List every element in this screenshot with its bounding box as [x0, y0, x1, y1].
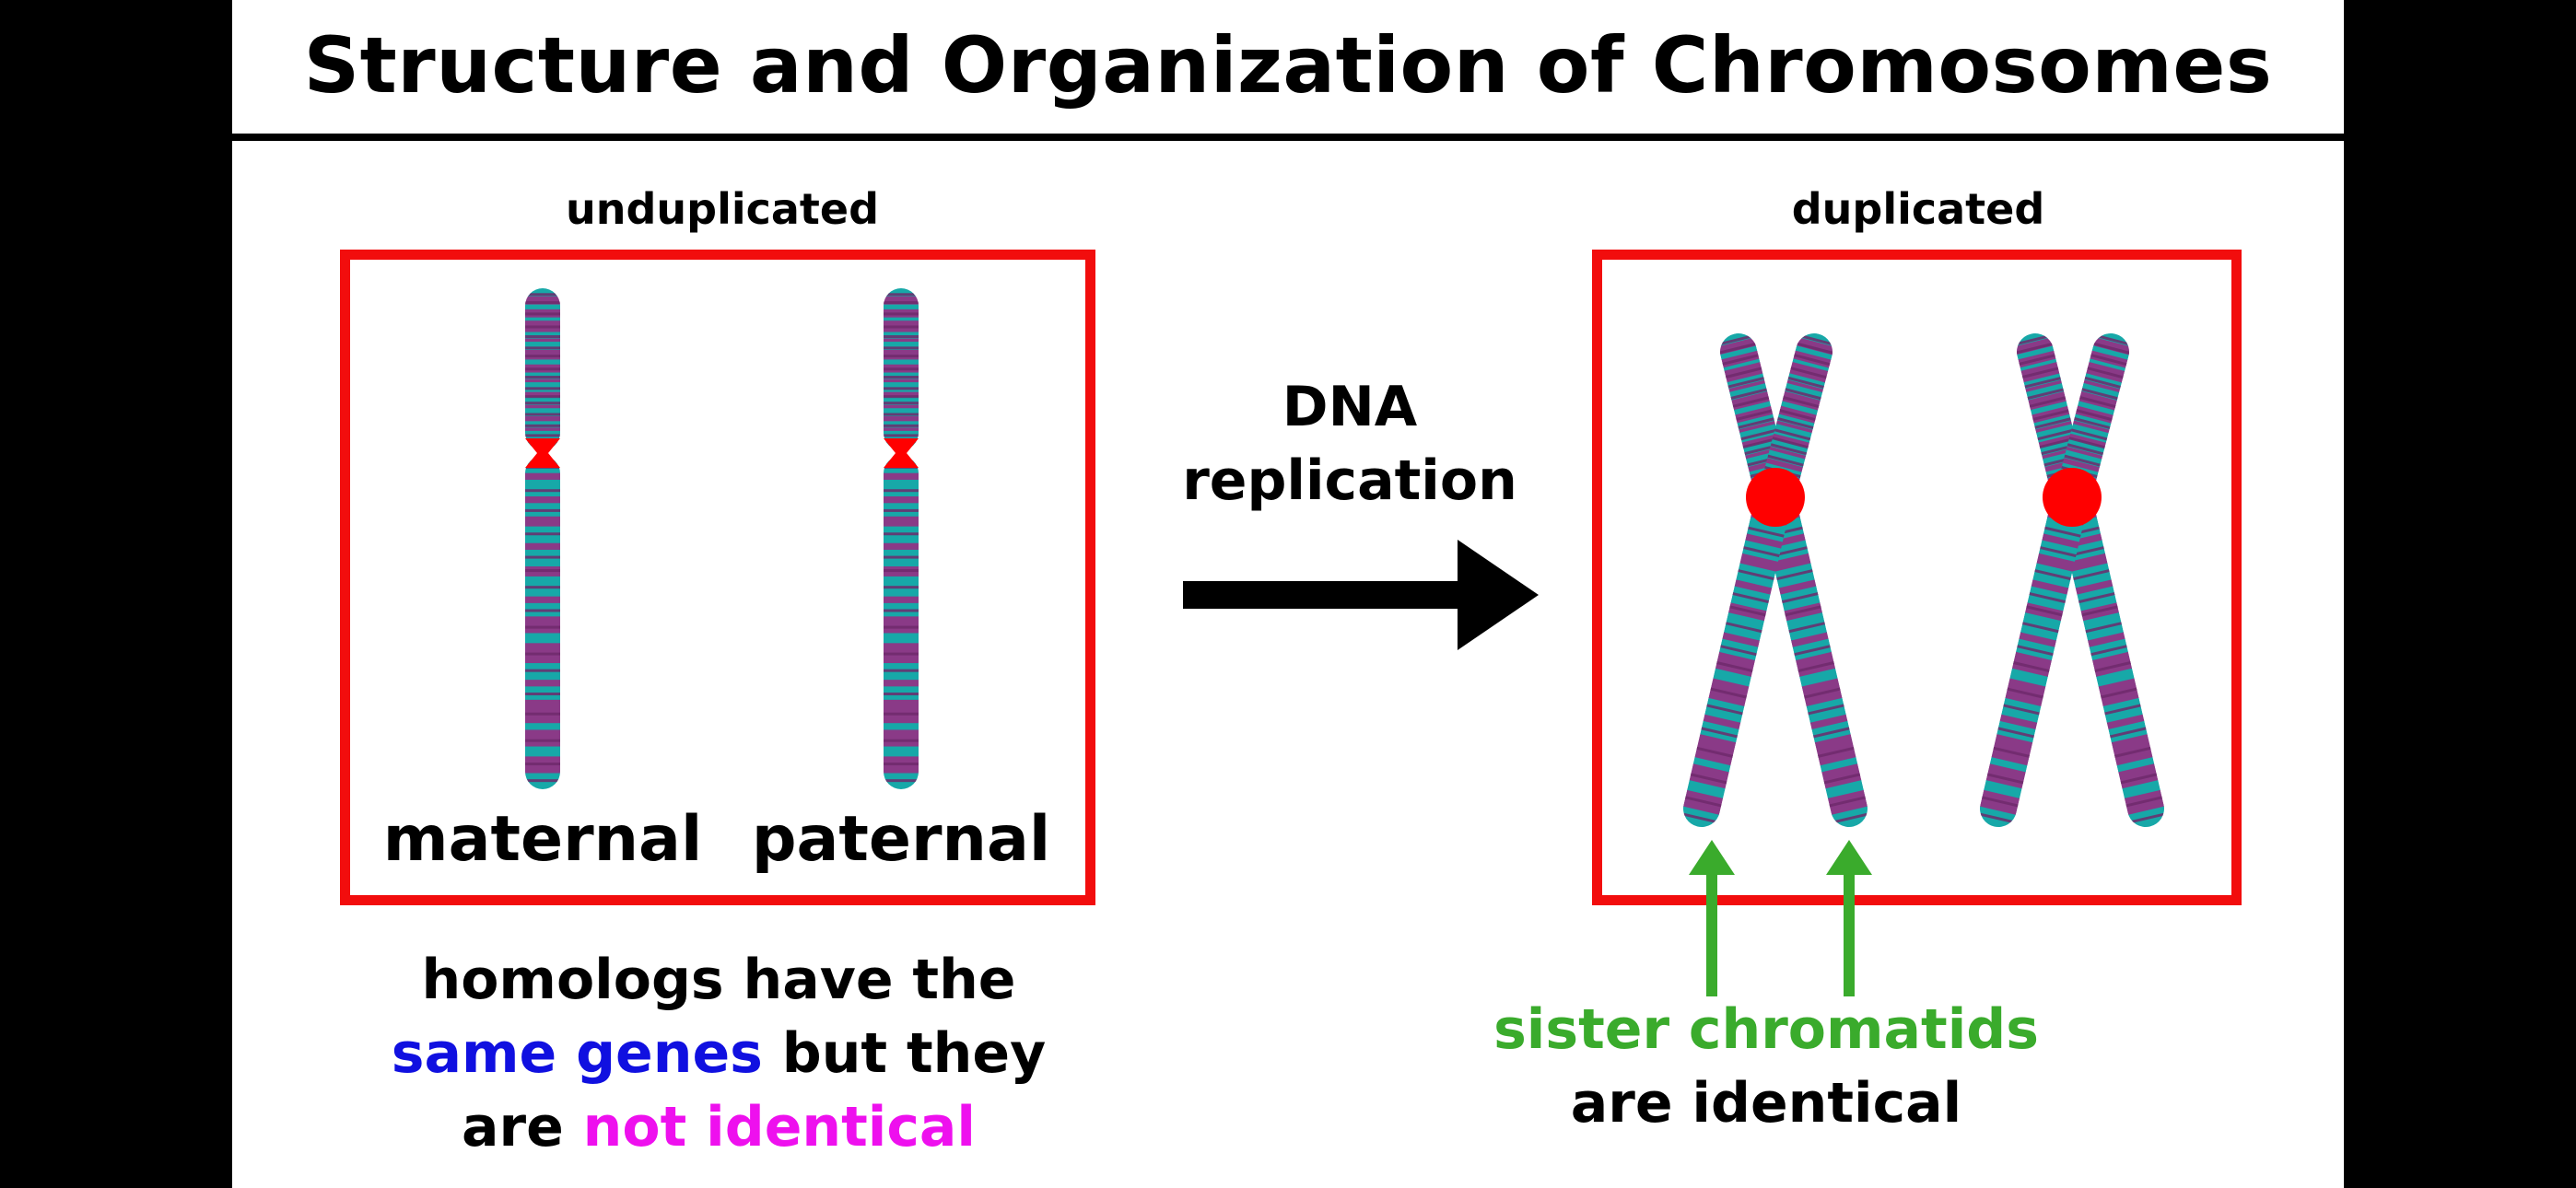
paternal-chromosome: [884, 288, 919, 789]
maternal-label: maternal: [382, 803, 703, 876]
sister-chromatids-caption: sister chromatids are identical: [1493, 993, 2039, 1140]
unduplicated-panel: [340, 250, 1095, 905]
caption-line3: are not identical: [392, 1090, 1046, 1164]
maternal-chromosome: [525, 288, 560, 789]
caption-line1: homologs have the: [421, 948, 1016, 1012]
diagram-graphics: [525, 288, 2169, 996]
right-arrow-icon: [1183, 540, 1539, 650]
caption-line2-rest: but they: [762, 1021, 1047, 1086]
duplicated-chromosome-1: [1679, 329, 1872, 832]
same-genes-highlight: same genes: [391, 1021, 763, 1086]
caption-line2: same genes but they: [392, 1017, 1046, 1090]
duplicated-heading: duplicated: [1791, 184, 2045, 234]
page-title: Structure and Organization of Chromosome…: [303, 20, 2273, 111]
up-arrow-icon: [1826, 840, 1872, 996]
title-divider: [232, 134, 2344, 141]
are-identical-label: are identical: [1570, 1071, 1962, 1136]
dna-replication-label: DNA replication: [1182, 370, 1517, 518]
caption-line3-start: are: [462, 1095, 583, 1159]
unduplicated-heading: unduplicated: [565, 184, 880, 234]
not-identical-highlight: not identical: [582, 1095, 976, 1159]
paternal-label: paternal: [751, 803, 1051, 876]
duplicated-chromosome-2: [1975, 329, 2169, 832]
homologs-caption: homologs have the same genes but they ar…: [392, 943, 1046, 1164]
sister-chromatids-label: sister chromatids: [1493, 997, 2039, 1062]
up-arrow-icon: [1689, 840, 1735, 996]
arrow-label-line1: DNA: [1282, 375, 1418, 439]
arrow-label-line2: replication: [1182, 448, 1517, 513]
slide: Structure and Organization of Chromosome…: [232, 0, 2344, 1188]
